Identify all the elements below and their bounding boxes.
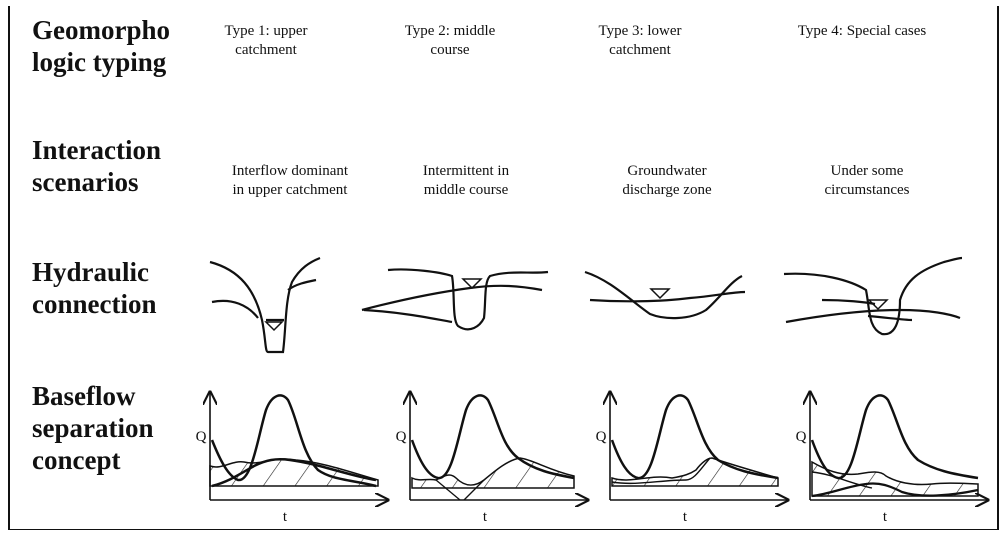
baseflow-graph-3 [610, 392, 788, 500]
graph-4-x-label: t [878, 508, 892, 527]
graph-3-y-label: Q [594, 428, 608, 447]
graph-2-y-label: Q [394, 428, 408, 447]
graph-4-y-label: Q [794, 428, 808, 447]
graph-1-x-label: t [278, 508, 292, 527]
graph-1-y-label: Q [194, 428, 208, 447]
hydraulic-sketch-4 [784, 258, 962, 334]
hydraulic-sketch-2 [362, 269, 548, 329]
baseflow-graph-2 [410, 392, 588, 500]
baseflow-graph-4 [810, 392, 988, 500]
graph-2-x-label: t [478, 508, 492, 527]
hydraulic-sketch-1 [210, 258, 320, 352]
graph-3-x-label: t [678, 508, 692, 527]
baseflow-graph-1 [210, 392, 388, 500]
hydraulic-sketch-3 [585, 272, 745, 318]
